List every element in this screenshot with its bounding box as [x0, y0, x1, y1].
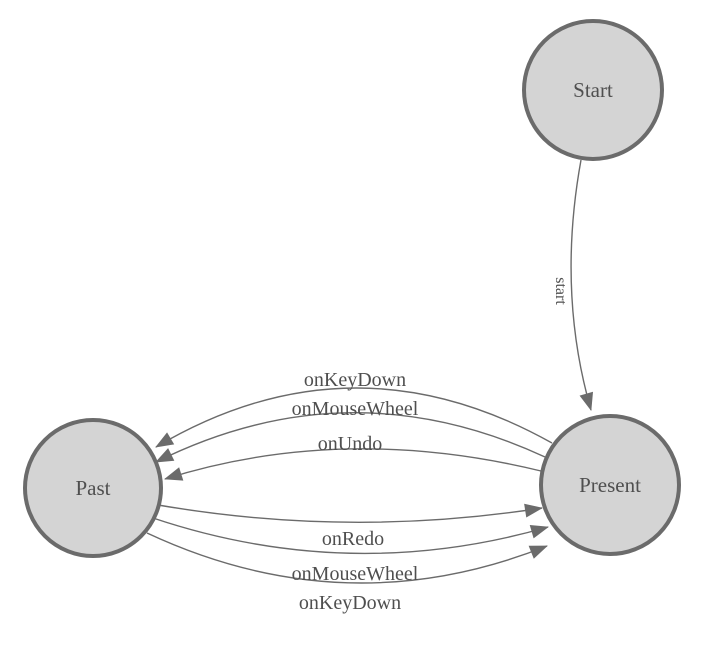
edge-label-onundo: onUndo — [318, 433, 382, 455]
edge-present-to-past-onundo[interactable] — [164, 448, 542, 481]
node-present-circle[interactable] — [539, 414, 681, 556]
node-past[interactable]: Past — [23, 418, 163, 558]
edge-past-to-present-onredo[interactable] — [157, 503, 543, 523]
node-present-label: Present — [579, 473, 641, 497]
edge-label-onkeydown-top: onKeyDown — [304, 369, 406, 391]
node-start[interactable]: Start — [522, 19, 664, 161]
edge-present-to-past-onmousewheel[interactable] — [155, 412, 546, 463]
edge-label-onmousewheel-bottom: onMouseWheel — [292, 563, 419, 585]
edge-label-start: start — [552, 277, 569, 305]
node-past-label: Past — [75, 476, 110, 500]
edge-present-to-past-onkeydown[interactable] — [155, 387, 553, 448]
edge-start-to-present[interactable] — [570, 159, 594, 411]
node-past-circle[interactable] — [23, 418, 163, 558]
node-start-circle[interactable] — [522, 19, 664, 161]
edge-past-to-present-onmousewheel[interactable] — [152, 517, 549, 555]
edge-label-onmousewheel-top: onMouseWheel — [292, 398, 419, 420]
node-start-label: Start — [573, 78, 613, 102]
edge-label-onkeydown-bottom: onKeyDown — [299, 592, 401, 614]
node-present[interactable]: Present — [539, 414, 681, 556]
edge-label-onredo: onRedo — [322, 528, 384, 550]
edge-past-to-present-onkeydown[interactable] — [146, 532, 548, 584]
